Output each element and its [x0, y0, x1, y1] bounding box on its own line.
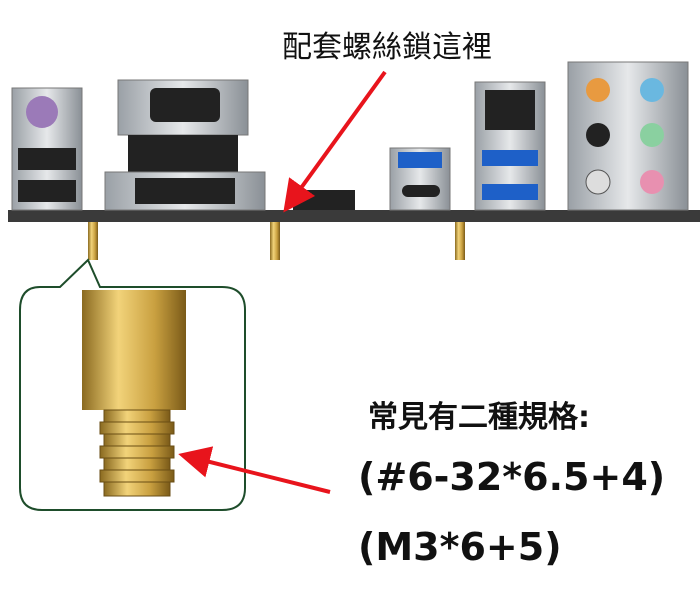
screw-location-label: 配套螺絲鎖這裡 [282, 30, 492, 65]
hdmi-port [293, 190, 355, 210]
spec-title: 常見有二種規格: [368, 400, 590, 435]
motherboard-edge [8, 210, 700, 222]
standoff [455, 222, 465, 260]
standoff [270, 222, 280, 260]
lan-usb3-port [474, 81, 546, 211]
spec-item: (#6-32*6.5+4) [358, 455, 666, 499]
vga-dvi-port [104, 79, 266, 211]
arrow-to-thread [178, 446, 331, 494]
audio-jacks [567, 61, 689, 211]
ps2-usb-port [11, 87, 83, 211]
magnify-callout [19, 258, 246, 511]
standoff [88, 222, 98, 260]
standoff-magnified [82, 290, 186, 497]
arrow-to-screw-location [283, 70, 387, 213]
usb3-typec-port [389, 147, 451, 211]
spec-item: (M3*6+5) [358, 525, 562, 569]
